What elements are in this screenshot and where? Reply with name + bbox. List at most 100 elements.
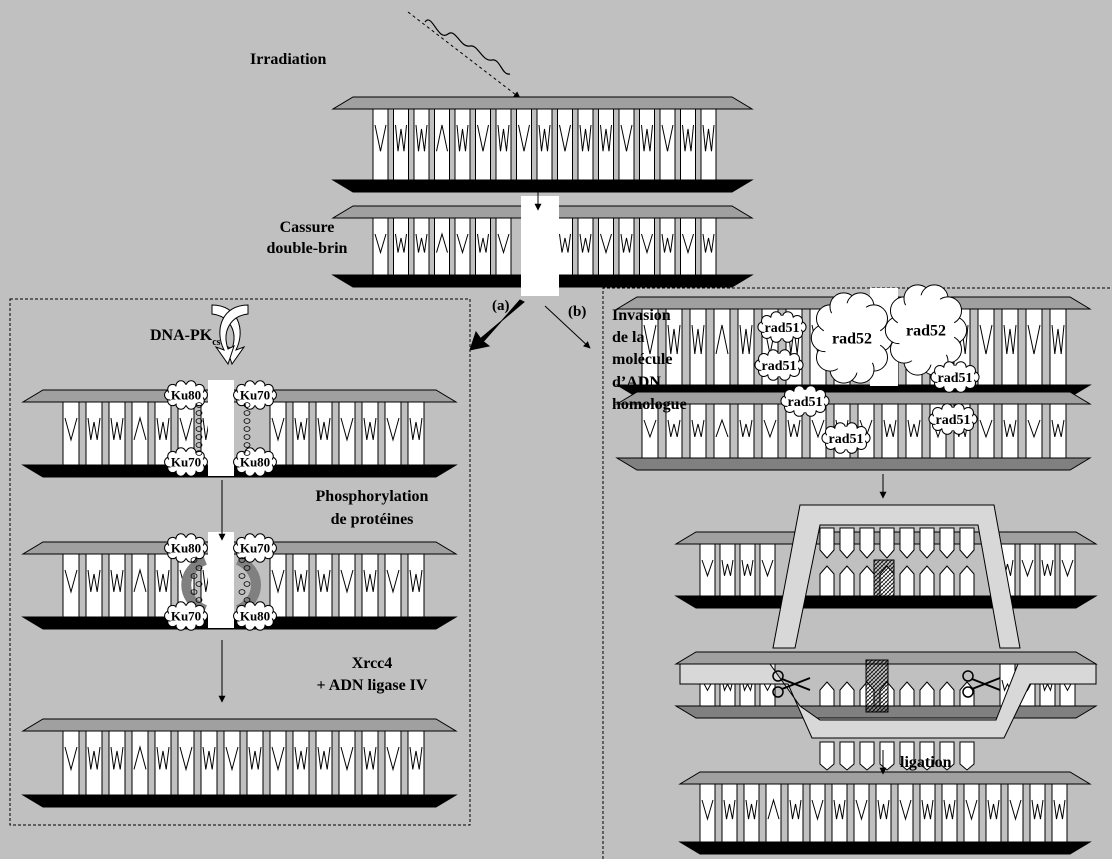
base-pair-rung <box>434 108 450 181</box>
base-pair-rung <box>719 543 736 597</box>
rad51-protein: rad51 <box>757 311 807 343</box>
cloud-body <box>168 451 204 473</box>
base-pair-rung <box>108 401 126 466</box>
base-glyph <box>811 419 825 439</box>
base-pair-rung <box>372 217 389 276</box>
base-pair-rung <box>700 108 717 181</box>
base-pair-rung <box>372 108 389 181</box>
base-glyph <box>965 799 978 821</box>
base-pair-rung <box>338 553 356 618</box>
rad52-protein: rad52 <box>884 284 968 376</box>
base-pair-rung <box>905 403 923 459</box>
ku70-protein: Ku70 <box>164 601 208 631</box>
base-glyph <box>745 799 758 820</box>
chain-link <box>190 557 198 563</box>
base-pair-rung <box>495 108 512 181</box>
exposed-base <box>899 565 915 597</box>
base-pair-rung <box>875 783 892 843</box>
base-glyph <box>641 233 653 255</box>
exposed-base <box>899 681 915 707</box>
ku80-protein: Ku80 <box>233 601 277 631</box>
cloud-body <box>823 302 881 374</box>
base-pair-rung <box>977 308 995 386</box>
base-pair-rung <box>739 543 756 597</box>
rad51-protein: rad51 <box>821 422 871 454</box>
base-pair-rung <box>985 783 1002 843</box>
base-pair-rung <box>454 217 471 276</box>
chain-link <box>243 565 251 571</box>
base-glyph <box>877 799 890 820</box>
base-pair-rung <box>1051 783 1068 843</box>
chain-link <box>195 442 203 448</box>
exposed-base <box>959 741 975 771</box>
base-glyph <box>497 124 510 152</box>
label-adn-ligase: + ADN ligase IV <box>317 677 428 694</box>
chain-link <box>243 410 251 416</box>
base-glyph <box>767 798 780 820</box>
base-glyph <box>701 799 714 821</box>
base-pair-rung <box>85 553 103 618</box>
ku-chain <box>243 402 251 456</box>
base-glyph <box>641 124 653 152</box>
base-glyph <box>456 233 469 255</box>
base-glyph <box>943 799 956 820</box>
base-pair-rung <box>919 783 936 843</box>
base-glyph <box>271 746 285 772</box>
rad51-protein-label: rad51 <box>936 413 971 428</box>
base-pair-rung <box>62 553 80 618</box>
rad51-protein-label: rad51 <box>788 395 823 410</box>
exposed-base <box>879 527 895 559</box>
base-pair-rung <box>384 730 402 796</box>
base-glyph <box>87 417 101 440</box>
base-pair-rung <box>223 730 241 796</box>
base-pair-rung <box>639 108 655 181</box>
base-glyph <box>787 419 801 438</box>
base-pair-rung <box>292 730 310 796</box>
exposed-base <box>819 681 835 707</box>
base-glyph <box>87 569 101 592</box>
cloud-body <box>935 365 975 389</box>
base-pair-rung <box>407 553 425 618</box>
base-glyph <box>271 417 285 442</box>
base-pair-rung <box>761 403 779 459</box>
new-synthesis-lower <box>865 659 889 713</box>
base-glyph <box>179 746 193 772</box>
base-glyph <box>202 746 216 770</box>
ku70-protein: Ku70 <box>233 533 277 563</box>
exposed-base <box>919 681 935 707</box>
dna-pk-rotation-icon <box>211 304 249 366</box>
base-glyph <box>723 799 736 820</box>
rad51-protein: rad51 <box>780 385 830 417</box>
label-irradiation: Irradiation <box>250 51 327 68</box>
base-pair-rung <box>475 217 491 276</box>
base-pair-rung <box>680 108 696 181</box>
cloud-body <box>168 605 204 627</box>
base-pair-rung <box>495 217 512 276</box>
top-strand <box>331 96 754 110</box>
base-glyph <box>340 417 354 442</box>
exposed-base <box>939 565 955 597</box>
base-glyph <box>415 124 428 152</box>
label-phosphorylation: Phosphorylation <box>316 488 429 505</box>
cloud-body <box>933 407 973 431</box>
base-glyph <box>87 746 101 770</box>
exposed-base <box>819 741 835 771</box>
base-glyph <box>64 569 78 594</box>
base-pair-rung <box>1025 403 1043 459</box>
base-glyph <box>702 124 715 152</box>
base-pair-rung <box>384 553 402 618</box>
rad51-protein: rad51 <box>928 403 978 435</box>
base-pair-rung <box>407 401 425 466</box>
ku70-protein: Ku70 <box>164 447 208 477</box>
base-pair-rung <box>713 308 731 386</box>
exposed-base <box>839 681 855 707</box>
base-pair-rung <box>557 217 573 276</box>
base-glyph <box>409 417 423 440</box>
base-glyph <box>643 419 657 439</box>
base-glyph <box>363 417 377 440</box>
base-pair-rung <box>315 553 333 618</box>
chain-link <box>243 418 251 424</box>
base-pair-rung <box>700 217 717 276</box>
base-pair-rung <box>516 108 532 181</box>
